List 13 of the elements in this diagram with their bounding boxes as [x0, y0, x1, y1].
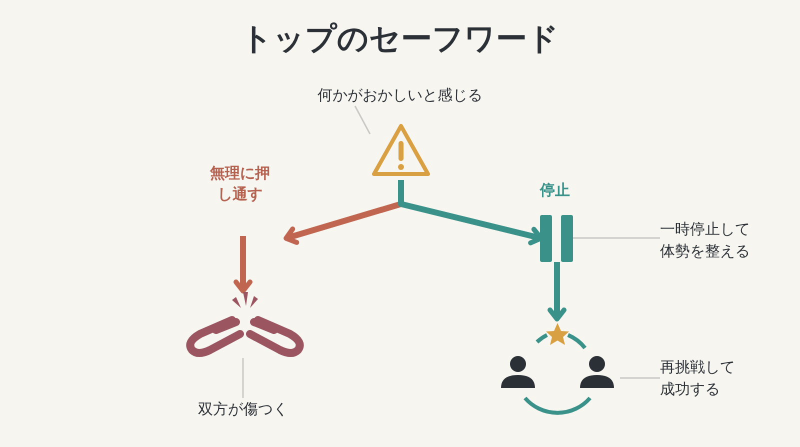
- leader-line: [354, 106, 371, 134]
- branch-label: 停止: [538, 180, 571, 201]
- leader-line: [620, 377, 660, 379]
- title: トップのセーフワード: [241, 20, 559, 59]
- leader-line: [242, 358, 244, 398]
- leader-line: [573, 237, 660, 239]
- branch-label: 無理に押し通す: [209, 163, 271, 205]
- caption-text: 再挑戦して成功する: [660, 356, 742, 400]
- caption-text: 双方が傷つく: [183, 398, 303, 420]
- arrow: [548, 262, 566, 322]
- caption-text: 一時停止して体勢を整える: [660, 218, 756, 262]
- caption-text: 何かがおかしいと感じる: [300, 84, 500, 106]
- arrow: [234, 236, 252, 294]
